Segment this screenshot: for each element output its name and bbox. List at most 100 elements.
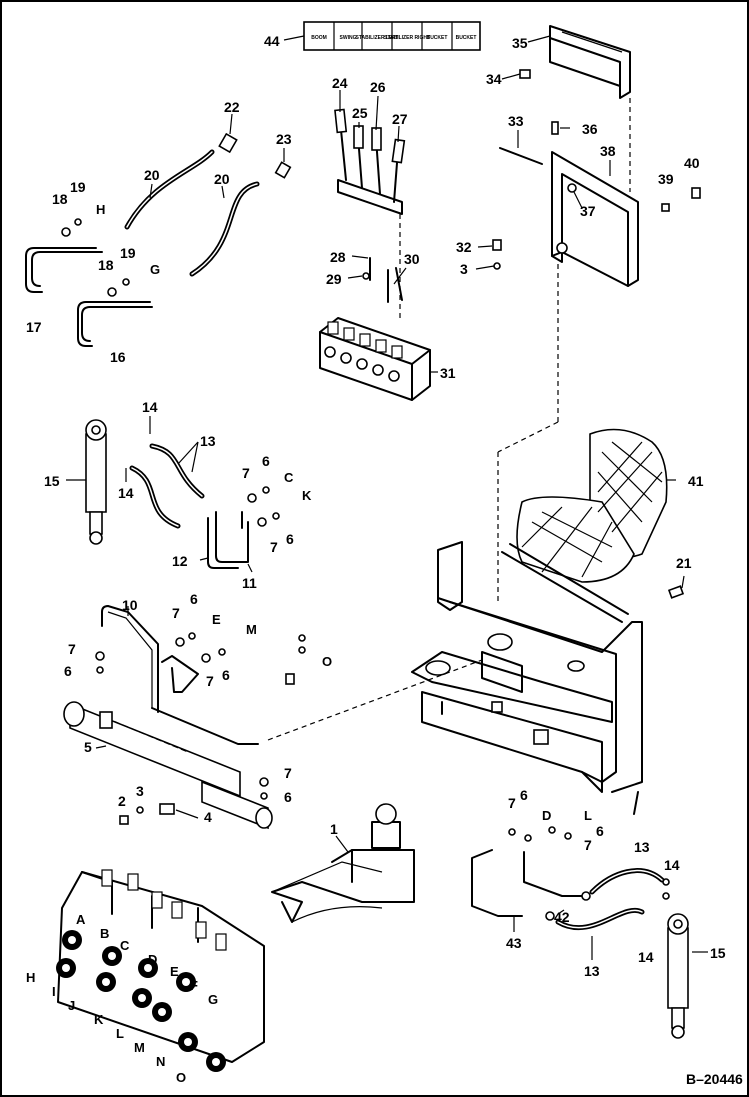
decal-label-4: STABILIZER RIGHT bbox=[384, 35, 430, 41]
callout-7-d: 7 bbox=[68, 641, 76, 657]
callout-19-b: 19 bbox=[120, 245, 136, 261]
decal-label-5: BUCKET bbox=[427, 35, 448, 41]
callout-10: 10 bbox=[122, 597, 138, 613]
callout-6-e: 6 bbox=[222, 667, 230, 683]
port-letter-M: M bbox=[246, 622, 257, 637]
callout-42: 42 bbox=[554, 909, 570, 925]
port-letter-L: L bbox=[584, 808, 592, 823]
callout-36: 36 bbox=[582, 121, 598, 137]
callout-3-a: 3 bbox=[460, 261, 468, 277]
callout-7-e: 7 bbox=[206, 673, 214, 689]
callout-6-b: 6 bbox=[286, 531, 294, 547]
swing-casting bbox=[271, 803, 415, 923]
seat-frame bbox=[411, 541, 643, 815]
decal-label-1: BOOM bbox=[311, 35, 327, 41]
callout-29: 29 bbox=[326, 271, 342, 287]
callout-6-h: 6 bbox=[596, 823, 604, 839]
detail-letter-E: E bbox=[170, 964, 179, 979]
hose-13-d bbox=[555, 907, 645, 931]
detail-letter-K: K bbox=[94, 1012, 104, 1027]
callout-6-a: 6 bbox=[262, 453, 270, 469]
callout-39: 39 bbox=[658, 171, 674, 187]
callout-6-f: 6 bbox=[284, 789, 292, 805]
callout-7-b: 7 bbox=[270, 539, 278, 555]
callout-13-a: 13 bbox=[200, 433, 216, 449]
callout-22: 22 bbox=[224, 99, 240, 115]
callout-40: 40 bbox=[684, 155, 700, 171]
callout-13-c: 13 bbox=[584, 963, 600, 979]
valve-port-detail bbox=[56, 869, 265, 1072]
callout-33: 33 bbox=[508, 113, 524, 129]
callout-20-b: 20 bbox=[214, 171, 230, 187]
detail-letter-N: N bbox=[156, 1054, 165, 1069]
callout-21: 21 bbox=[676, 555, 692, 571]
callout-11: 11 bbox=[242, 575, 257, 591]
callout-35: 35 bbox=[512, 35, 528, 51]
valve-cover bbox=[519, 25, 631, 99]
callout-38: 38 bbox=[600, 143, 616, 159]
callout-13-b: 13 bbox=[634, 839, 650, 855]
decal-label-3: STABILIZER LEFT bbox=[356, 35, 399, 41]
callout-27: 27 bbox=[392, 111, 408, 127]
detail-letter-A: A bbox=[76, 912, 86, 927]
callout-18-a: 18 bbox=[52, 191, 68, 207]
detail-letter-D: D bbox=[148, 952, 157, 967]
detail-letter-F: F bbox=[190, 978, 198, 993]
callout-17: 17 bbox=[26, 319, 42, 335]
detail-letter-C: C bbox=[120, 938, 130, 953]
detail-letter-J: J bbox=[68, 998, 75, 1013]
callout-34: 34 bbox=[486, 71, 502, 87]
port-letter-K: K bbox=[302, 488, 312, 503]
detail-letter-O: O bbox=[176, 1070, 186, 1085]
callout-23: 23 bbox=[276, 131, 292, 147]
leader-lines bbox=[66, 35, 708, 960]
port-letters: H G C K E M O D L A B C D E F G H I J K … bbox=[26, 202, 592, 1085]
callout-6-c: 6 bbox=[190, 591, 198, 607]
tube-43 bbox=[471, 849, 523, 917]
port-letter-G: G bbox=[150, 262, 160, 277]
hose-20-a bbox=[124, 149, 215, 230]
callout-14-c: 14 bbox=[664, 857, 680, 873]
callout-18-b: 18 bbox=[98, 257, 114, 273]
callout-7-h: 7 bbox=[584, 837, 592, 853]
callout-37: 37 bbox=[580, 203, 596, 219]
callout-numbers: 44 35 34 24 25 26 27 22 23 20 20 18 19 1… bbox=[26, 33, 726, 979]
callout-5: 5 bbox=[84, 739, 92, 755]
callout-7-c: 7 bbox=[172, 605, 180, 621]
callout-14-a: 14 bbox=[142, 399, 158, 415]
callout-41: 41 bbox=[688, 473, 704, 489]
detail-letter-I: I bbox=[52, 984, 56, 999]
callout-7-a: 7 bbox=[242, 465, 250, 481]
decal-label-6: BUCKET bbox=[456, 35, 477, 41]
port-letter-E: E bbox=[212, 612, 221, 627]
callout-12: 12 bbox=[172, 553, 188, 569]
fitting-22 bbox=[218, 132, 238, 154]
control-valve-31 bbox=[319, 317, 431, 401]
port-letter-O: O bbox=[322, 654, 332, 669]
callout-25: 25 bbox=[352, 105, 368, 121]
decal-label-2: SWING bbox=[340, 35, 357, 41]
tube-16 bbox=[77, 301, 151, 347]
detail-letter-G: G bbox=[208, 992, 218, 1007]
callout-6-g: 6 bbox=[520, 787, 528, 803]
callout-7-f: 7 bbox=[284, 765, 292, 781]
callout-6-d: 6 bbox=[64, 663, 72, 679]
callout-43: 43 bbox=[506, 935, 522, 951]
hose-13-b bbox=[129, 465, 181, 529]
detail-letter-H: H bbox=[26, 970, 35, 985]
operator-seat bbox=[516, 428, 668, 583]
callout-24: 24 bbox=[332, 75, 348, 91]
swing-cylinder-5 bbox=[63, 701, 273, 830]
tube-11 bbox=[215, 511, 249, 563]
tube-10 bbox=[101, 605, 259, 745]
port-letter-D: D bbox=[542, 808, 551, 823]
callout-32: 32 bbox=[456, 239, 472, 255]
port-letter-C: C bbox=[284, 470, 294, 485]
valve-bracket bbox=[551, 151, 639, 287]
callout-14-d: 14 bbox=[638, 949, 654, 965]
cylinder-15-left bbox=[85, 419, 107, 545]
callout-31: 31 bbox=[440, 365, 456, 381]
callout-4: 4 bbox=[204, 809, 212, 825]
